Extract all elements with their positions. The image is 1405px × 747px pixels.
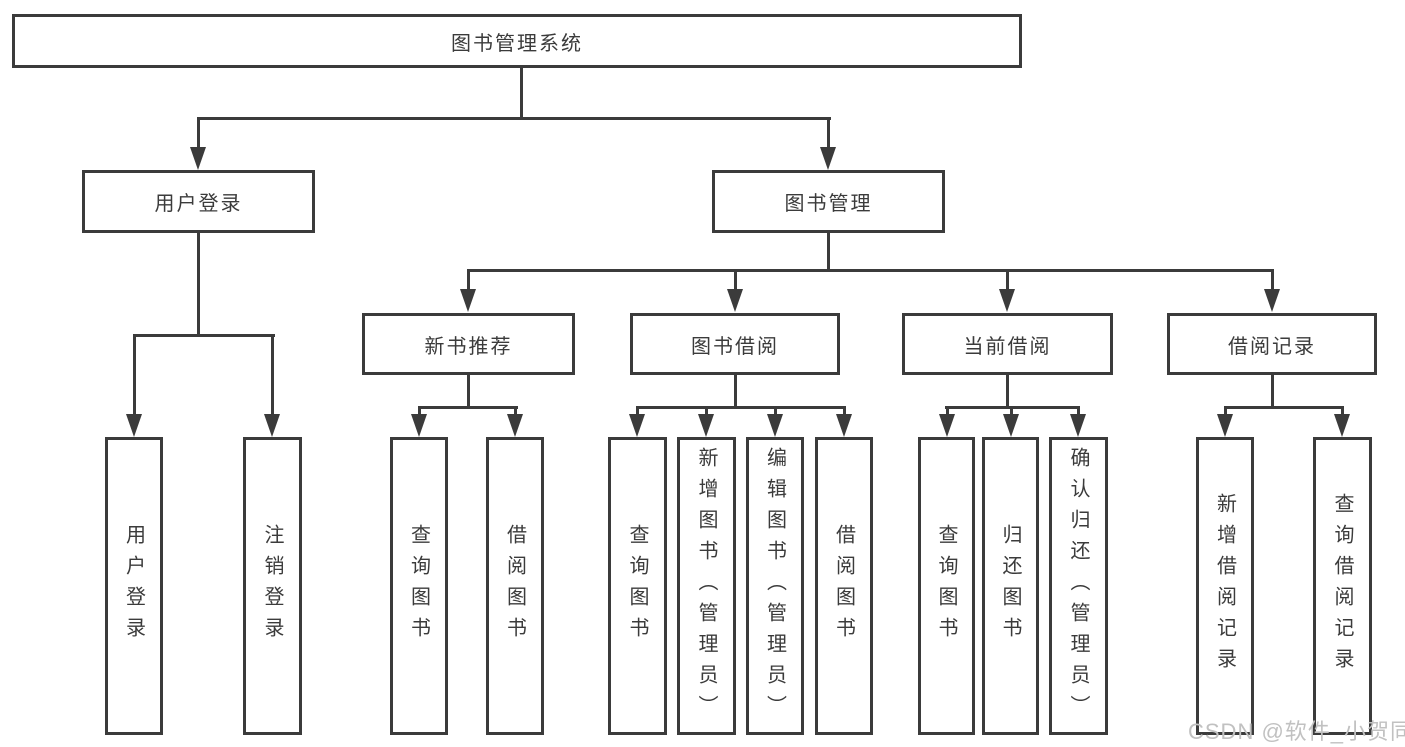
- edge-level2-rail: [197, 117, 831, 120]
- edge-drop-recommend: [467, 269, 470, 292]
- edge-drop-leaf: [636, 406, 639, 418]
- arrow-down-icon: [1070, 414, 1086, 437]
- edge-drop-leaf: [843, 406, 846, 418]
- node-label: 新增图书（管理员）: [695, 446, 717, 726]
- edge-drop-records: [1271, 269, 1274, 292]
- edge-drop-borrowing: [734, 269, 737, 292]
- node-label: 图书借阅: [691, 335, 779, 358]
- node-current-borrowing: 当前借阅: [902, 313, 1113, 375]
- node-borrowing-records: 借阅记录: [1167, 313, 1377, 375]
- leaf-logout: 注销登录: [243, 437, 302, 735]
- leaf-query-books-borrowing: 查询图书: [608, 437, 667, 735]
- edge-records-down: [1271, 375, 1274, 409]
- leaf-borrow-books-borrowing: 借阅图书: [815, 437, 873, 735]
- arrow-down-icon: [1264, 289, 1280, 312]
- arrow-down-icon: [126, 414, 142, 437]
- node-label: 编辑图书（管理员）: [763, 446, 786, 726]
- leaf-add-books-admin: 新增图书（管理员）: [677, 437, 736, 735]
- arrow-down-icon: [1334, 414, 1350, 437]
- arrow-down-icon: [999, 289, 1015, 312]
- edge-borrowing-down: [734, 375, 737, 409]
- node-label: 借阅图书: [832, 524, 855, 648]
- leaf-borrow-books-recommend: 借阅图书: [486, 437, 544, 735]
- leaf-query-books-current: 查询图书: [918, 437, 975, 735]
- edge-root-down: [520, 68, 523, 118]
- node-label: 借阅图书: [503, 524, 526, 648]
- edge-drop-leaf: [1077, 406, 1080, 418]
- edge-drop-leaf: [705, 406, 708, 418]
- edge-user-login-rail: [133, 334, 275, 337]
- node-label: 图书管理: [784, 193, 873, 215]
- arrow-down-icon: [507, 414, 523, 437]
- node-book-borrowing: 图书借阅: [630, 313, 840, 375]
- edge-records-rail: [1224, 406, 1344, 409]
- watermark-text: CSDN @软件_小贺同: [1188, 719, 1405, 744]
- edge-borrowing-rail: [636, 406, 846, 409]
- csdn-watermark: CSDN @软件_小贺同学: [1188, 714, 1405, 746]
- edge-drop-leaf: [1224, 406, 1227, 418]
- node-user-login-branch: 用户登录: [82, 170, 315, 233]
- node-label: 当前借阅: [963, 335, 1052, 358]
- leaf-confirm-return-admin: 确认归还（管理员）: [1049, 437, 1108, 735]
- arrow-down-icon: [1003, 414, 1019, 437]
- edge-level3-rail: [468, 269, 1274, 272]
- edge-recommend-down: [467, 375, 470, 409]
- arrow-down-icon: [698, 414, 714, 437]
- arrow-down-icon: [727, 289, 743, 312]
- leaf-edit-books-admin: 编辑图书（管理员）: [746, 437, 804, 735]
- edge-drop-book-mgmt: [827, 117, 830, 150]
- leaf-query-books-recommend: 查询图书: [390, 437, 448, 735]
- leaf-add-borrow-record: 新增借阅记录: [1196, 437, 1254, 735]
- edge-drop-leaf: [418, 406, 421, 418]
- leaf-query-borrow-record: 查询借阅记录: [1313, 437, 1372, 735]
- arrow-down-icon: [820, 147, 836, 170]
- arrow-down-icon: [629, 414, 645, 437]
- node-label: 用户登录: [122, 524, 145, 648]
- edge-drop-leaf: [946, 406, 949, 418]
- node-label: 查询图书: [626, 524, 648, 648]
- arrow-down-icon: [264, 414, 280, 437]
- arrow-down-icon: [836, 414, 852, 437]
- edge-recommend-rail: [418, 406, 518, 409]
- edge-drop-leaf: [1010, 406, 1013, 418]
- node-label: 图书管理系统: [451, 32, 583, 55]
- leaf-user-login: 用户登录: [105, 437, 163, 735]
- node-label: 查询图书: [935, 524, 957, 648]
- edge-drop-leaf: [774, 406, 777, 418]
- edge-drop-leaf-logout: [271, 334, 274, 416]
- leaf-return-books: 归还图书: [982, 437, 1039, 735]
- arrow-down-icon: [1217, 414, 1233, 437]
- node-library-management-system: 图书管理系统: [12, 14, 1022, 68]
- edge-current-down: [1006, 375, 1009, 409]
- node-label: 查询借阅记录: [1331, 493, 1353, 679]
- node-label: 借阅记录: [1228, 335, 1316, 358]
- node-label: 归还图书: [999, 524, 1021, 648]
- arrow-down-icon: [460, 289, 476, 312]
- arrow-down-icon: [939, 414, 955, 437]
- arrow-down-icon: [767, 414, 783, 437]
- edge-drop-leaf-login: [133, 334, 136, 416]
- node-label: 确认归还（管理员）: [1067, 446, 1089, 726]
- node-label: 查询图书: [407, 524, 430, 648]
- arrow-down-icon: [411, 414, 427, 437]
- node-label: 注销登录: [261, 524, 283, 648]
- arrow-down-icon: [190, 147, 206, 170]
- edge-drop-leaf: [1341, 406, 1344, 418]
- node-label: 用户登录: [154, 193, 243, 215]
- edge-drop-leaf: [514, 406, 517, 418]
- edge-drop-user-login: [197, 117, 200, 150]
- node-label: 新增借阅记录: [1213, 493, 1236, 679]
- edge-user-login-down: [197, 233, 200, 335]
- node-book-management-branch: 图书管理: [712, 170, 945, 233]
- node-label: 新书推荐: [424, 335, 513, 358]
- edge-drop-current: [1006, 269, 1009, 292]
- node-new-book-recommendation: 新书推荐: [362, 313, 575, 375]
- edge-book-mgmt-down: [827, 233, 830, 272]
